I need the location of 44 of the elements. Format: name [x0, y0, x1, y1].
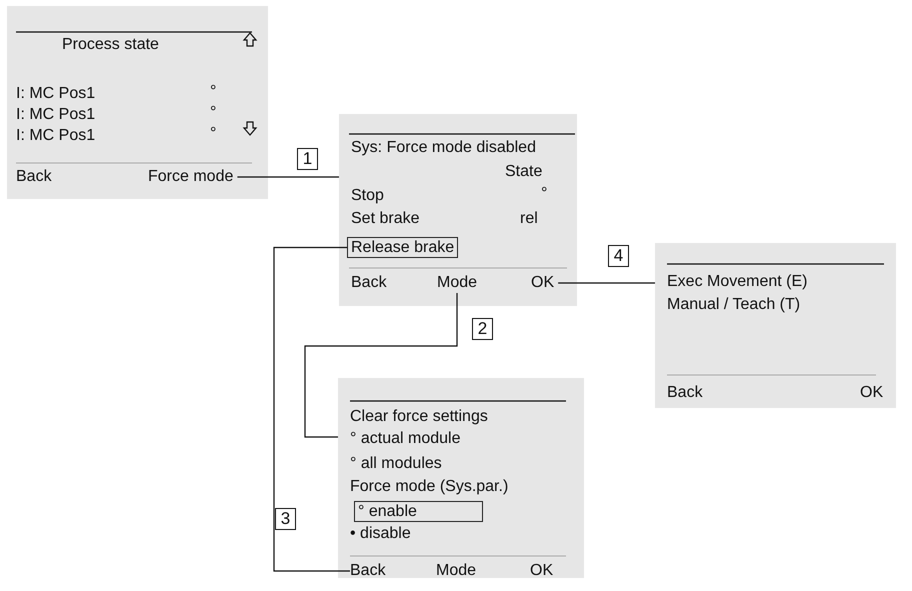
status-symbol: °	[210, 103, 216, 123]
display-screen	[339, 114, 577, 306]
option-text: ° all modules	[350, 454, 442, 474]
softkey-label: OK	[531, 273, 554, 293]
softkey-label: OK	[860, 383, 884, 403]
callout-number: 4	[608, 245, 629, 267]
selected-item: ° enable	[354, 501, 483, 522]
menu-item: I: MC Pos1	[16, 126, 96, 146]
column-heading: State	[505, 162, 542, 182]
menu-item: I: MC Pos1	[16, 105, 96, 125]
selected-item: Release brake	[347, 237, 458, 258]
softkey-label: Back	[350, 561, 386, 581]
softkey-label: Mode	[437, 273, 478, 293]
status-symbol: °	[541, 184, 548, 204]
menu-item: Force mode (Sys.par.)	[350, 477, 508, 497]
menu-item: Manual / Teach (T)	[667, 295, 800, 315]
status-symbol: °	[210, 82, 216, 102]
softkey-label: Back	[16, 167, 52, 187]
callout-number: 1	[297, 148, 318, 170]
connector-line	[558, 282, 655, 284]
softkey-label: OK	[530, 561, 554, 581]
connector-line	[273, 246, 350, 572]
softkey-label: Back	[351, 273, 387, 293]
menu-item: Exec Movement (E)	[667, 272, 808, 292]
display-screen	[655, 243, 896, 408]
menu-item: Clear force settings	[350, 407, 488, 427]
display-screen	[7, 6, 268, 199]
display-heading: Process state	[62, 35, 159, 55]
status-text: Sys: Force mode disabled	[351, 138, 536, 158]
status-value: rel	[520, 209, 538, 229]
softkey-label: Mode	[436, 561, 476, 581]
option-text: • disable	[350, 524, 411, 544]
display-screen	[338, 378, 584, 578]
status-symbol: °	[210, 124, 216, 144]
option-text: ° actual module	[350, 429, 460, 449]
menu-item: Set brake	[351, 209, 420, 229]
menu-item: Stop	[351, 186, 384, 206]
connector-line	[304, 293, 458, 438]
menu-item: I: MC Pos1	[16, 84, 96, 104]
callout-number: 3	[275, 508, 296, 530]
connector-line	[237, 176, 339, 178]
softkey-label: Force mode	[148, 167, 234, 187]
callout-number: 2	[472, 318, 493, 340]
softkey-label: Back	[667, 383, 703, 403]
